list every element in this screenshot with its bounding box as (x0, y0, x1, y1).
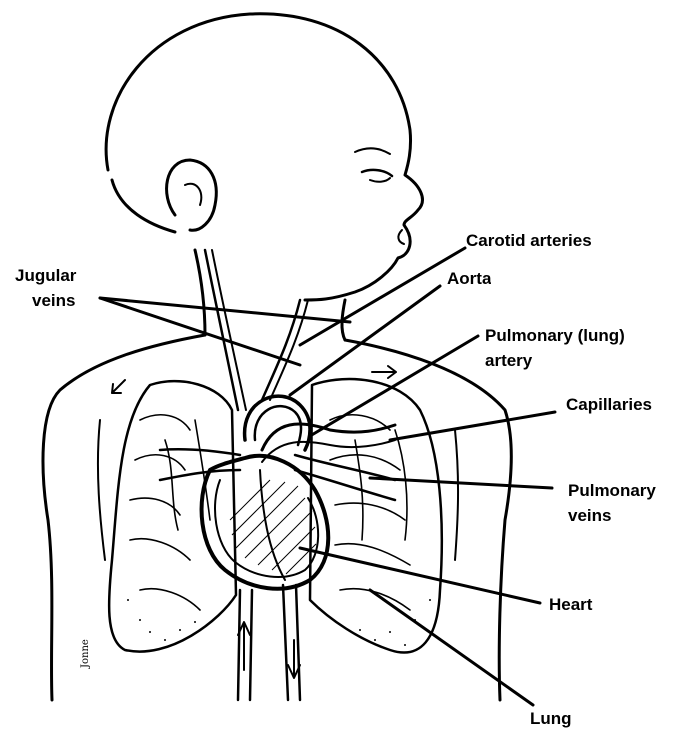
heart-shading (230, 480, 316, 574)
jugular-vein-left (205, 250, 238, 410)
torso-left (43, 335, 205, 700)
label-jugular-veins-line2: veins (32, 290, 75, 312)
descending-aorta (283, 585, 300, 700)
torso-right (345, 340, 511, 700)
label-pulmonary-veins-line1: Pulmonary (568, 480, 656, 502)
mouth (398, 230, 404, 244)
label-pulmonary-veins-line2: veins (568, 505, 611, 527)
leader-pulmonary-veins (370, 478, 552, 488)
label-pulmonary-artery-line1: Pulmonary (lung) (485, 325, 625, 347)
label-aorta: Aorta (447, 268, 491, 284)
label-jugular-veins-line1: Jugular (15, 265, 76, 287)
label-pulmonary-artery-line2: artery (485, 350, 532, 372)
jugular-vein-left-b (212, 250, 246, 410)
leader-lines (100, 248, 555, 705)
label-carotid-arteries: Carotid arteries (466, 230, 592, 252)
leader-heart (300, 548, 540, 603)
leader-capillaries (390, 412, 555, 440)
label-lung: Lung (530, 708, 572, 730)
left-lung (109, 381, 236, 651)
label-heart: Heart (549, 594, 592, 616)
head-outline (106, 14, 422, 300)
eyebrow (355, 148, 390, 154)
lung-stipple (127, 599, 431, 646)
leader-carotid (300, 248, 465, 345)
leader-aorta (290, 286, 440, 395)
artist-signature: Jonne (80, 639, 91, 668)
label-capillaries: Capillaries (566, 394, 652, 416)
ear (167, 160, 217, 230)
neck-left (195, 250, 205, 335)
leader-lung (370, 590, 533, 705)
eye (362, 170, 392, 176)
